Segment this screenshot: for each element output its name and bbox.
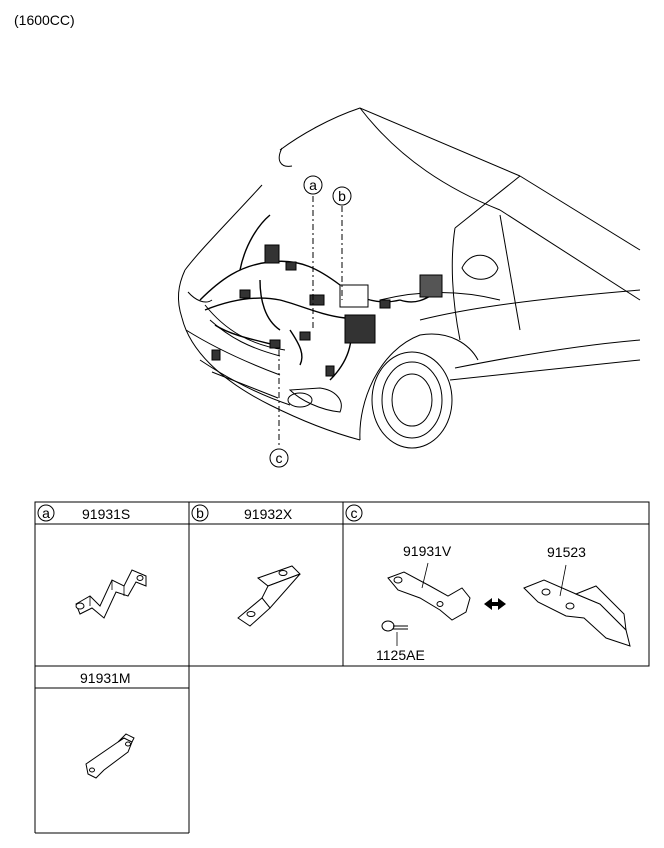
parts-table xyxy=(34,501,650,834)
svg-text:c: c xyxy=(276,450,283,466)
part-number-91931M: 91931M xyxy=(80,670,131,686)
svg-text:a: a xyxy=(309,177,317,193)
svg-text:b: b xyxy=(196,505,204,521)
cell-a-header: a 91931S xyxy=(37,504,130,522)
engine-variant-label: (1600CC) xyxy=(14,12,75,28)
svg-text:a: a xyxy=(42,505,50,521)
connector xyxy=(325,365,335,377)
callout-a: a xyxy=(303,175,323,195)
cell-c-header: c xyxy=(345,504,363,522)
connector xyxy=(309,294,325,306)
car-illustration xyxy=(177,107,641,449)
cell-b-header: b 91932X xyxy=(191,504,293,522)
callout-c: c xyxy=(269,448,289,468)
battery xyxy=(344,314,376,344)
connector xyxy=(379,299,391,309)
cover-91523-drawing xyxy=(523,564,631,647)
bracket-91932X-drawing xyxy=(237,565,301,627)
interchangeable-arrow-icon xyxy=(484,598,506,610)
bolt-1125AE-drawing xyxy=(381,620,408,646)
part-number-91523: 91523 xyxy=(547,544,586,560)
connector xyxy=(299,331,311,341)
part-number-91931V: 91931V xyxy=(403,543,452,559)
connector xyxy=(269,339,281,349)
part-number-91931S: 91931S xyxy=(82,506,130,522)
connector xyxy=(264,244,280,264)
connector xyxy=(285,261,297,271)
bracket-91931M-drawing xyxy=(85,733,135,779)
svg-text:b: b xyxy=(338,188,346,204)
bracket-91931V-drawing xyxy=(387,562,471,621)
connector xyxy=(239,289,251,299)
connector xyxy=(211,349,221,361)
wiring-harness xyxy=(199,214,443,381)
part-number-1125AE: 1125AE xyxy=(376,647,425,663)
callout-b: b xyxy=(332,186,352,206)
svg-text:c: c xyxy=(351,505,358,521)
part-number-91932X: 91932X xyxy=(244,506,293,522)
connector xyxy=(419,274,443,298)
fuse-box xyxy=(339,284,369,308)
bracket-91931S-drawing xyxy=(75,569,147,619)
